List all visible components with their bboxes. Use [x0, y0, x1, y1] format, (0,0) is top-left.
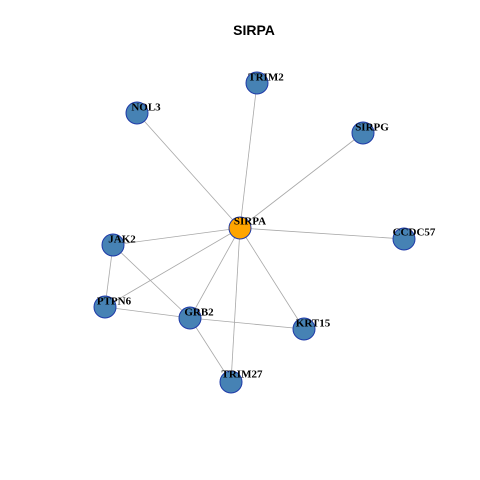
graph-title: SIRPA — [233, 22, 275, 38]
edge-sirpa-krt15 — [239, 227, 305, 330]
node-label-jak2: JAK2 — [108, 234, 136, 246]
edge-sirpa-sirpg — [239, 132, 364, 229]
node-sirpg — [351, 121, 375, 145]
edge-grb2-trim27 — [189, 317, 232, 383]
edge-ptpn6-grb2 — [104, 306, 191, 319]
edge-layer — [104, 82, 405, 383]
node-jak2 — [101, 233, 125, 257]
edge-sirpa-jak2 — [112, 227, 241, 246]
node-label-krt15: KRT15 — [296, 318, 331, 330]
node-label-sirpg: SIRPG — [355, 122, 389, 134]
node-label-ptpn6: PTPN6 — [97, 296, 132, 308]
edge-grb2-krt15 — [189, 317, 305, 330]
node-label-ccdc57: CCDC57 — [393, 227, 436, 239]
node-nol3 — [125, 101, 149, 125]
node-layer — [93, 71, 416, 394]
node-trim27 — [219, 370, 243, 394]
node-label-grb2: GRB2 — [184, 307, 214, 319]
node-label-sirpa: SIRPA — [234, 216, 266, 228]
edge-sirpa-grb2 — [189, 227, 241, 319]
edge-sirpa-ptpn6 — [104, 227, 241, 308]
edge-sirpa-ccdc57 — [239, 227, 405, 240]
node-ptpn6 — [93, 295, 117, 319]
node-trim2 — [245, 71, 269, 95]
node-label-trim27: TRIM27 — [222, 369, 263, 381]
edge-sirpa-nol3 — [136, 112, 241, 229]
edge-sirpa-trim2 — [239, 82, 258, 229]
node-sirpa — [228, 216, 252, 240]
node-krt15 — [292, 317, 316, 341]
node-label-nol3: NOL3 — [131, 102, 161, 114]
node-label-trim2: TRIM2 — [248, 72, 284, 84]
edge-sirpa-trim27 — [230, 227, 241, 383]
node-ccdc57 — [392, 227, 416, 251]
edge-jak2-grb2 — [112, 244, 191, 319]
node-grb2 — [178, 306, 202, 330]
